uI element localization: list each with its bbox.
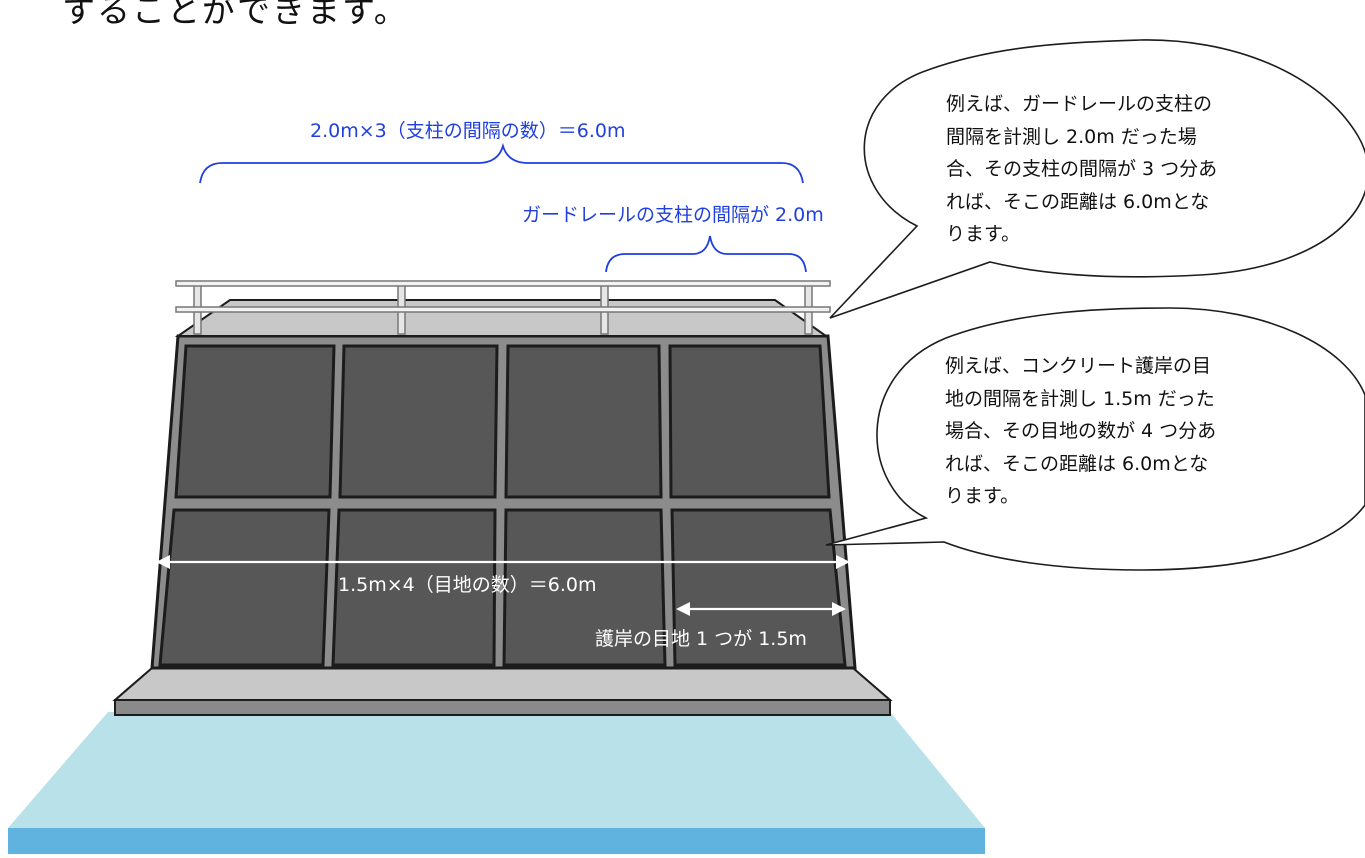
speech-bubble-revetment xyxy=(825,307,1365,571)
panel xyxy=(504,344,663,499)
panel xyxy=(158,508,331,667)
label-joint-single: 護岸の目地 1 つが 1.5m xyxy=(595,628,807,650)
revetment-panels xyxy=(158,344,847,667)
callout-line: 間隔を計測し 2.0m だった場 xyxy=(946,125,1197,148)
wall-cap xyxy=(174,299,830,337)
callout-line: ります。 xyxy=(945,485,1020,507)
panel xyxy=(502,508,667,667)
callout-line: 合、その支柱の間隔が 3 つ分あ xyxy=(946,158,1218,180)
guardrail-rail xyxy=(175,280,831,287)
panel xyxy=(174,344,336,499)
speech-bubble-guardrail xyxy=(829,39,1365,319)
brace-one-span xyxy=(605,235,807,273)
callout-revetment-text: 例えば、コンクリート護岸の目 地の間隔を計測し 1.5m だった 場合、その目地… xyxy=(945,350,1216,513)
arrow-joint-total xyxy=(156,555,850,569)
panel xyxy=(331,508,497,667)
callout-line: 地の間隔を計測し 1.5m だった xyxy=(945,387,1215,410)
water-edge xyxy=(8,828,985,854)
callout-line: 例えば、コンクリート護岸の目 xyxy=(945,355,1212,377)
callout-line: 場合、その目地の数が 4 つ分あ xyxy=(945,420,1217,442)
guardrail xyxy=(175,280,831,335)
panel xyxy=(668,344,831,499)
callout-line: ります。 xyxy=(946,223,1021,245)
label-post-single: ガードレールの支柱の間隔が 2.0m xyxy=(522,204,824,226)
foundation-front xyxy=(114,699,891,716)
foundation-top xyxy=(112,667,893,701)
panel xyxy=(670,508,847,667)
label-joint-total: 1.5m×4（目地の数）＝6.0m xyxy=(338,574,597,596)
callout-line: れば、そこの距離は 6.0mとな xyxy=(945,452,1209,475)
arrow-joint-single xyxy=(676,602,846,616)
panel xyxy=(338,344,499,499)
intro-text: することができます。 xyxy=(62,0,409,30)
label-post-total: 2.0m×3（支柱の間隔の数）＝6.0m xyxy=(310,120,626,142)
guardrail-rail xyxy=(175,306,831,313)
brace-three-spans xyxy=(199,142,804,184)
callout-line: 例えば、ガードレールの支柱の xyxy=(946,93,1213,115)
callout-line: れば、そこの距離は 6.0mとな xyxy=(946,190,1210,213)
callout-guardrail-text: 例えば、ガードレールの支柱の 間隔を計測し 2.0m だった場 合、その支柱の間… xyxy=(946,88,1217,251)
water-surface xyxy=(8,712,985,828)
